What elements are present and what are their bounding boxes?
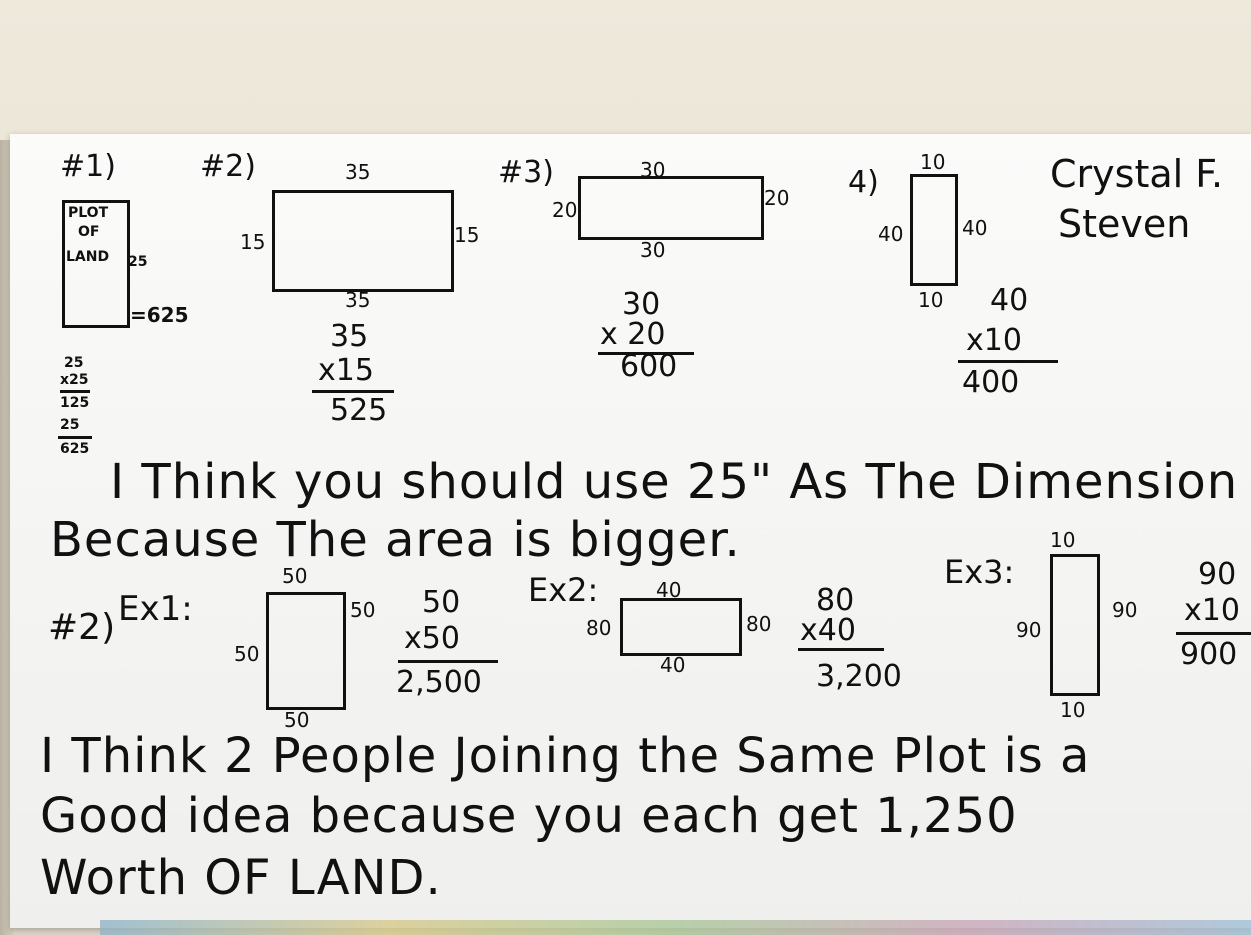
plot-1-text-line3: LAND <box>66 249 110 265</box>
plot-1-calc-1: 25 <box>64 355 84 371</box>
example-2-bottom-label: 40 <box>660 653 686 677</box>
example-1-bottom-label: 50 <box>284 708 310 732</box>
plot-1-side-label: 25 <box>128 254 148 270</box>
example-1-calc-3: 2,500 <box>396 665 482 700</box>
plot-3-rectangle <box>578 176 764 240</box>
example-1-left-label: 50 <box>234 642 260 666</box>
plot-2-bottom-label: 35 <box>345 288 371 312</box>
wall-map-strip <box>100 920 1251 935</box>
example-1-right-label: 50 <box>350 598 376 622</box>
example-2-calc-1: 80 <box>816 583 855 618</box>
plot-1-text-line1: PLOT <box>68 205 109 221</box>
plot-3-calc-rule <box>598 352 694 355</box>
plot-2-calc-3: 525 <box>330 393 388 428</box>
plot-3-right-label: 20 <box>764 186 790 210</box>
example-1-calc-2: x50 <box>404 621 460 656</box>
example-2-calc-3: 3,200 <box>816 659 902 694</box>
plot-1-square <box>62 200 130 328</box>
plot-1-calc-3: 125 <box>60 395 90 411</box>
example-3-calc-rule <box>1176 632 1251 635</box>
plot-4-calc-1: 40 <box>990 283 1029 318</box>
plot-3-left-label: 20 <box>552 198 578 222</box>
example-2-calc-rule <box>798 648 884 651</box>
plot-4-right-label: 40 <box>962 216 988 240</box>
problem-4-label: 4) <box>848 165 879 200</box>
example-3-calc-3: 900 <box>1180 637 1238 672</box>
conclusion-1-line-2: Because The area is bigger. <box>50 512 741 568</box>
plot-3-calc-1: 30 <box>622 287 661 322</box>
plot-2-top-label: 35 <box>345 160 371 184</box>
student-name-2: Steven <box>1058 202 1191 246</box>
problem-1-label: #1) <box>60 149 116 184</box>
plot-2-rectangle <box>272 190 454 292</box>
example-3-bottom-label: 10 <box>1060 698 1086 722</box>
plot-1-calc-rule-1 <box>60 390 90 393</box>
plot-3-calc-2: x 20 <box>600 317 666 352</box>
poster-paper <box>10 134 1251 928</box>
plot-1-calc-4: 25 <box>60 417 80 433</box>
example-1-calc-rule <box>398 660 498 663</box>
part-2-label: #2) <box>48 607 116 648</box>
plot-4-rectangle <box>910 174 958 286</box>
plot-2-calc-rule <box>312 390 394 393</box>
plot-4-bottom-label: 10 <box>918 288 944 312</box>
plot-4-calc-3: 400 <box>962 365 1020 400</box>
example-3-top-label: 10 <box>1050 528 1076 552</box>
student-name-1: Crystal F. <box>1050 152 1224 196</box>
example-3-rectangle <box>1050 554 1100 696</box>
example-1-square <box>266 592 346 710</box>
example-3-label: Ex3: <box>944 553 1015 591</box>
problem-2-label: #2) <box>200 149 256 184</box>
plot-1-calc-5: 625 <box>60 441 90 457</box>
example-2-right-label: 80 <box>746 612 772 636</box>
plot-4-calc-rule <box>958 360 1058 363</box>
plot-4-top-label: 10 <box>920 150 946 174</box>
problem-3-label: #3) <box>498 155 554 190</box>
example-1-top-label: 50 <box>282 564 308 588</box>
conclusion-1-line-1: I Think you should use 25" As The Dimens… <box>110 454 1239 510</box>
plot-4-calc-2: x10 <box>966 323 1022 358</box>
plot-2-calc-1: 35 <box>330 319 369 354</box>
example-1-label: Ex1: <box>118 589 193 629</box>
conclusion-2-line-2: Good idea because you each get 1,250 <box>40 788 1018 844</box>
plot-4-left-label: 40 <box>878 222 904 246</box>
example-3-calc-1: 90 <box>1198 557 1237 592</box>
example-3-right-label: 90 <box>1112 598 1138 622</box>
plot-1-area: =625 <box>130 303 189 327</box>
plot-3-bottom-label: 30 <box>640 238 666 262</box>
example-2-left-label: 80 <box>586 616 612 640</box>
conclusion-2-line-3: Worth OF LAND. <box>40 850 442 906</box>
example-2-rectangle <box>620 598 742 656</box>
conclusion-2-line-1: I Think 2 People Joining the Same Plot i… <box>40 728 1091 784</box>
example-2-top-label: 40 <box>656 578 682 602</box>
plot-3-top-label: 30 <box>640 158 666 182</box>
example-2-calc-2: x40 <box>800 613 856 648</box>
example-3-left-label: 90 <box>1016 618 1042 642</box>
example-2-label: Ex2: <box>528 571 599 609</box>
plot-2-calc-2: x15 <box>318 353 374 388</box>
plot-1-calc-2: x25 <box>60 372 89 388</box>
plot-2-right-label: 15 <box>454 223 480 247</box>
example-1-calc-1: 50 <box>422 585 461 620</box>
plot-3-calc-3: 600 <box>620 349 678 384</box>
plot-1-calc-rule-2 <box>58 436 92 439</box>
example-3-calc-2: x10 <box>1184 593 1240 628</box>
plot-2-left-label: 15 <box>240 230 266 254</box>
plot-1-text-line2: OF <box>78 224 100 240</box>
